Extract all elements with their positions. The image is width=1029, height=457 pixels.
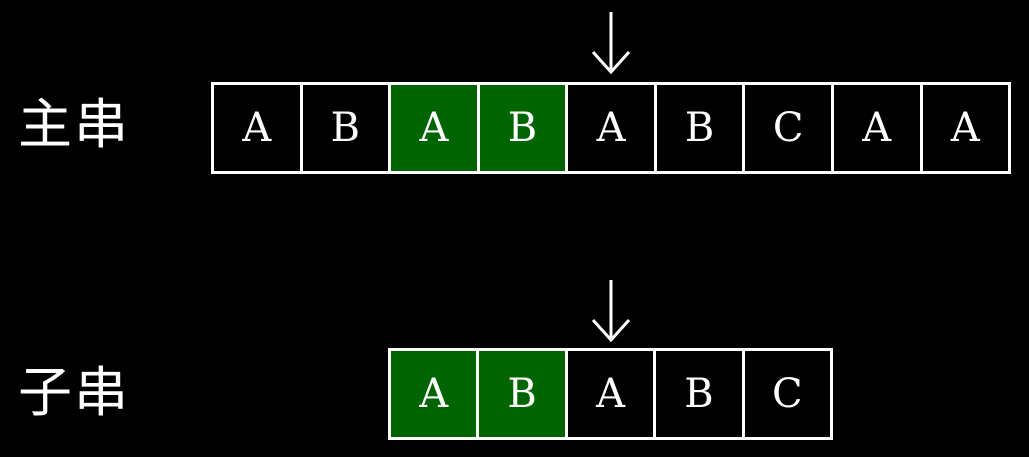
sub-string-label: 子串 bbox=[18, 361, 130, 424]
main-cell-3: B bbox=[479, 85, 569, 171]
main-cell-7: A bbox=[833, 85, 923, 171]
main-cell-5: B bbox=[656, 85, 746, 171]
main-cell-2: A bbox=[391, 85, 480, 171]
down-arrow-icon bbox=[591, 12, 631, 75]
main-cell-1: B bbox=[302, 85, 392, 171]
down-arrow-icon bbox=[591, 280, 631, 343]
sub-cell-0: A bbox=[391, 351, 480, 437]
main-string-label: 主串 bbox=[18, 93, 130, 156]
sub-cell-4: C bbox=[744, 351, 831, 437]
main-cell-4: A bbox=[568, 85, 657, 171]
main-cell-0: A bbox=[214, 85, 303, 171]
main-cell-6: C bbox=[745, 85, 834, 171]
main-cell-8: A bbox=[922, 85, 1009, 171]
sub-cell-1: B bbox=[479, 351, 568, 437]
sub-cell-3: B bbox=[656, 351, 745, 437]
sub-cell-2: A bbox=[567, 351, 657, 437]
